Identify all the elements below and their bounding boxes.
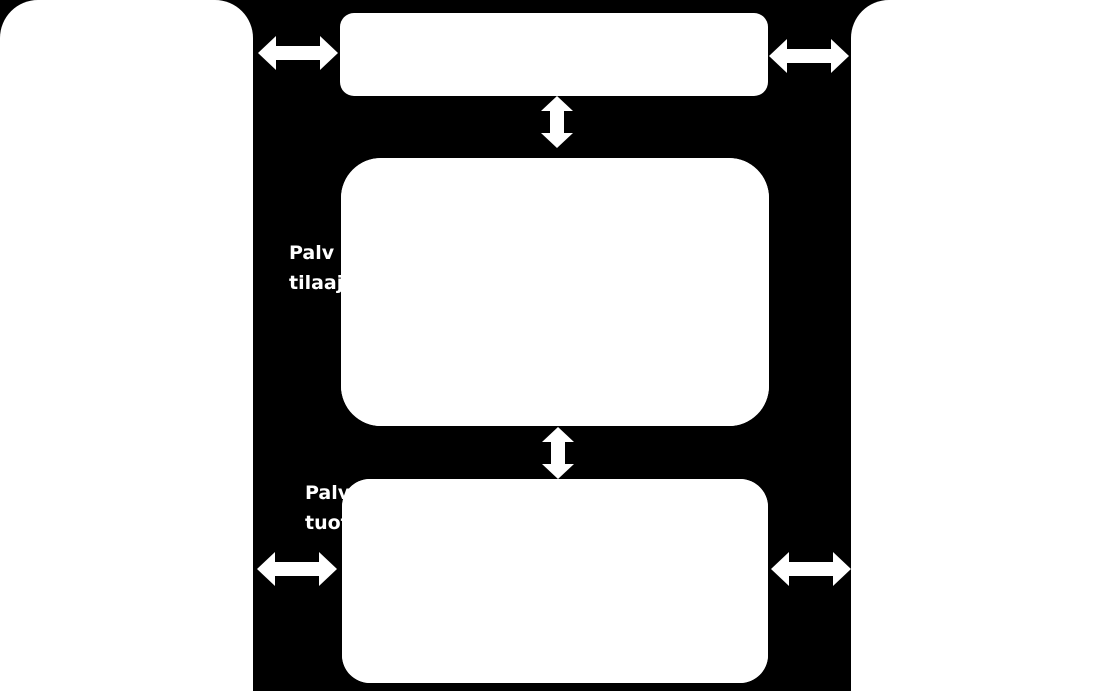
producer-label-line1: Palv [305, 482, 351, 504]
producer-label-line2: tuot [305, 512, 350, 534]
orderer-label-line1: Palv [289, 242, 335, 264]
arrow-top-right-icon [769, 39, 849, 73]
left-panel [0, 0, 253, 691]
bottom-box-overlay [342, 479, 768, 683]
arrow-bottom-right-icon [771, 552, 851, 586]
orderer-label-line2: tilaaj [289, 272, 344, 294]
arrow-left-bottom-icon [257, 552, 337, 586]
right-panel [851, 0, 1096, 691]
arrow-top-middle-icon [541, 96, 573, 148]
top-box [340, 13, 768, 96]
arrow-middle-bottom-icon [542, 427, 574, 479]
middle-box-overlay [341, 158, 769, 426]
arrow-left-top-icon [258, 36, 338, 70]
